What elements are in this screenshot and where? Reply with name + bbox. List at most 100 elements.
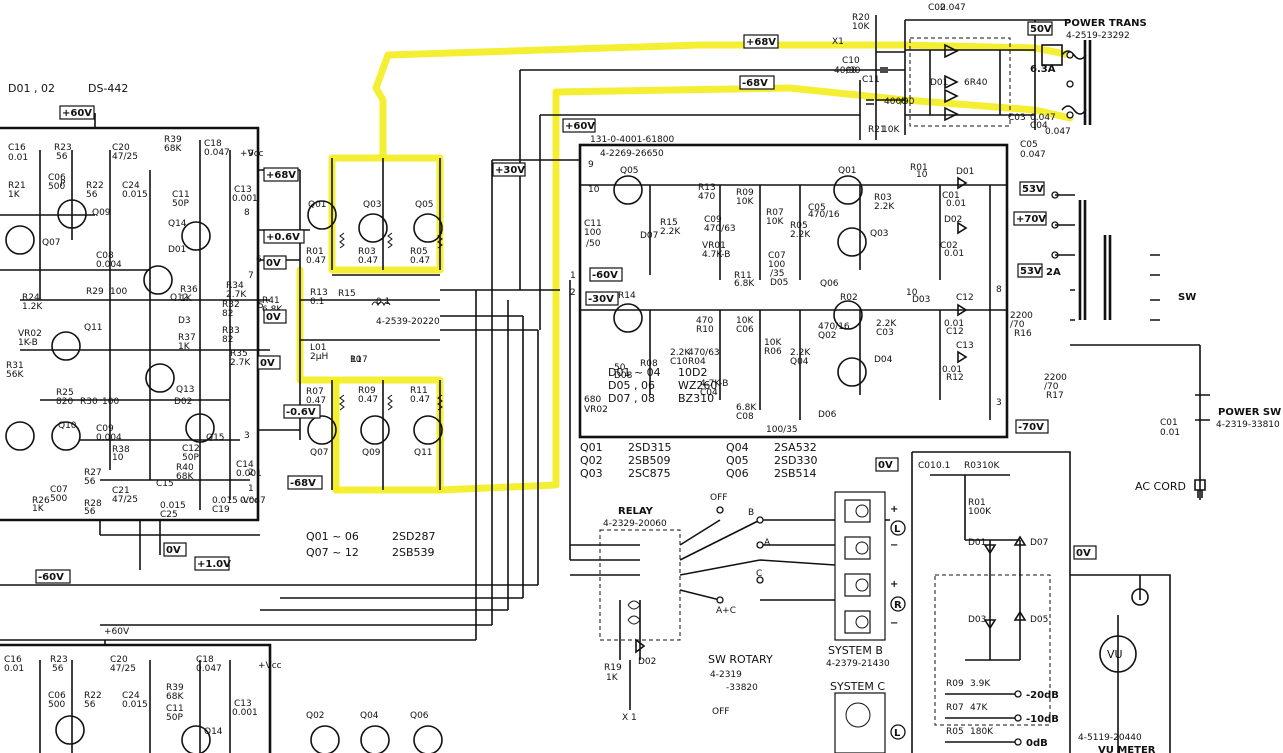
lr-label-2: L xyxy=(894,728,901,739)
regulator-part-4: 10K xyxy=(736,197,754,207)
left-amp-part-26: 0.001 xyxy=(232,194,258,204)
rail-v53b: 53V xyxy=(1020,266,1042,277)
regulator-part-22: 2.2K xyxy=(874,202,895,212)
output-part-1: Q03 xyxy=(363,200,382,210)
psu-part-17: C04 xyxy=(1030,121,1048,131)
regulator-part-26: 4.7K-B xyxy=(702,250,730,260)
left-amp-part-30: R24 xyxy=(22,293,40,303)
left-amp-transistors xyxy=(5,199,215,451)
left-amp-part-38: 2.7K xyxy=(226,290,247,300)
left-amp-part-89: -Vcc xyxy=(240,496,259,506)
vu-part-3: 10K xyxy=(982,461,1000,471)
power-sw-no: 4-2319-33810 xyxy=(1216,420,1280,430)
psu-part-12: 6R40 xyxy=(964,78,988,88)
output-part-11: R09 xyxy=(358,386,376,396)
minus-2: − xyxy=(890,618,898,629)
psu-part-14: 10K xyxy=(882,125,900,135)
sw-label: SW xyxy=(1178,292,1196,303)
rail-p70: +70V xyxy=(1016,214,1046,225)
regulator-part-49: D03 xyxy=(912,295,930,305)
bottom-amp-part-2: 0.01 xyxy=(4,664,24,674)
fuse1-label: 6.3A xyxy=(1030,64,1056,75)
left-amp-part-51: R35 xyxy=(230,349,248,359)
output-transistor-5: Q11 xyxy=(414,448,433,458)
regulator-part-1: R13 xyxy=(698,183,716,193)
regulator-part-56: 470/63 xyxy=(688,348,720,358)
vu-part-15: 180K xyxy=(970,727,994,737)
left-amp-part-54: 56K xyxy=(6,370,24,380)
left-amp-part-39: D3 xyxy=(178,316,191,326)
regulator-part-82: 100/35 xyxy=(766,425,798,435)
transistor-note-1-0: Q02 xyxy=(580,454,603,467)
left-amp-part-28: 0.004 xyxy=(96,260,122,270)
left-amp-part-75: C07 xyxy=(50,485,68,495)
regulator-part-39: Q06 xyxy=(820,279,839,289)
vu-part-10: R09 xyxy=(946,679,964,689)
bottom-amp-part-11: 500 xyxy=(48,700,65,710)
bus-wires xyxy=(0,69,905,641)
transistor-note-0-0: Q01 xyxy=(580,441,603,454)
left-amp-pin-2: 7 xyxy=(248,271,254,281)
relay-x1: X 1 xyxy=(622,713,637,723)
left-amp-part-36: 1K xyxy=(180,294,193,304)
left-amp-pin-7: 2 xyxy=(248,468,254,478)
vu-part-7: D07 xyxy=(1030,538,1048,548)
left-amp-part-41: 82 xyxy=(222,309,233,319)
regulator-part-50: C12 xyxy=(956,293,974,303)
left-amp-part-47: 1K-B xyxy=(18,338,38,348)
output-part-16: 0.1 xyxy=(310,297,324,307)
left-amp-part-85: C25 xyxy=(160,510,178,520)
regulator-part-44: C06 xyxy=(736,325,754,335)
rail-v53a: 53V xyxy=(1022,184,1044,195)
regulator-board-no2: 4-2269-26650 xyxy=(600,149,664,159)
left-amp-part-31: 1.2K xyxy=(22,302,43,312)
left-amp-part-21: 0.015 xyxy=(122,190,148,200)
output-part-14: 0.47 xyxy=(410,395,430,405)
rail-p06: +0.6V xyxy=(266,232,300,243)
relay-number: 4-2329-20060 xyxy=(603,519,667,529)
regulator-part-68: Q04 xyxy=(790,357,809,367)
left-amp-part-87: C19 xyxy=(212,505,230,515)
rail-v50: 50V xyxy=(1030,24,1052,35)
left-amp-part-48: Q11 xyxy=(84,323,103,333)
left-amp-part-27: C08 xyxy=(96,251,114,261)
regulator-pin-4: 8 xyxy=(996,285,1002,295)
output-part-5: R03 xyxy=(358,247,376,257)
regulator-part-30: Q03 xyxy=(870,229,889,239)
transistor-note-5-1: 2SB514 xyxy=(774,467,817,480)
bottom-amp-part-25: Q06 xyxy=(410,711,429,721)
vu-meter-block xyxy=(911,451,1171,753)
left-amp-part-22: C11 xyxy=(172,190,190,200)
psu-part-5: C10 xyxy=(842,56,860,66)
vu-part-11: 3.9K xyxy=(970,679,991,689)
bottom-amp-part-9: +Vcc xyxy=(258,661,282,671)
bottom-amp-part-6: 47/25 xyxy=(110,664,136,674)
left-amp-part-70: Q15 xyxy=(206,433,225,443)
output-transistor-4: Q09 xyxy=(362,448,381,458)
output-part-15: R13 xyxy=(310,288,328,298)
left-amp-part-50: 1K xyxy=(178,342,191,352)
rail-p68-psu: +68V xyxy=(746,37,776,48)
left-amp-part-57: 820 xyxy=(56,397,73,407)
psu-part-8: C11 xyxy=(862,75,880,85)
regulator-part-77: C04 xyxy=(700,388,718,398)
left-amp-part-52: 2.7K xyxy=(230,358,251,368)
left-amp-part-69: 68K xyxy=(176,472,194,482)
bottom-amp-part-10: C06 xyxy=(48,691,66,701)
minus-1: − xyxy=(890,540,898,551)
bottom-amp-part-8: 0.047 xyxy=(196,664,222,674)
bottom-amp-part-17: 68K xyxy=(166,692,184,702)
left-amp-part-23: 50P xyxy=(172,199,189,209)
vu-meter-symbol: VU xyxy=(1107,648,1123,661)
rail-zero-vu: 0V xyxy=(878,460,893,471)
regulator-part-60: 0.01 xyxy=(944,319,964,329)
output-part-3: R01 xyxy=(306,247,324,257)
bottom-amp-part-0: +60V xyxy=(104,627,130,637)
rail-m60: -60V xyxy=(38,572,64,583)
relay-title: RELAY xyxy=(618,506,654,517)
plus-1: + xyxy=(890,504,898,515)
psu-part-19: C05 xyxy=(1020,140,1038,150)
